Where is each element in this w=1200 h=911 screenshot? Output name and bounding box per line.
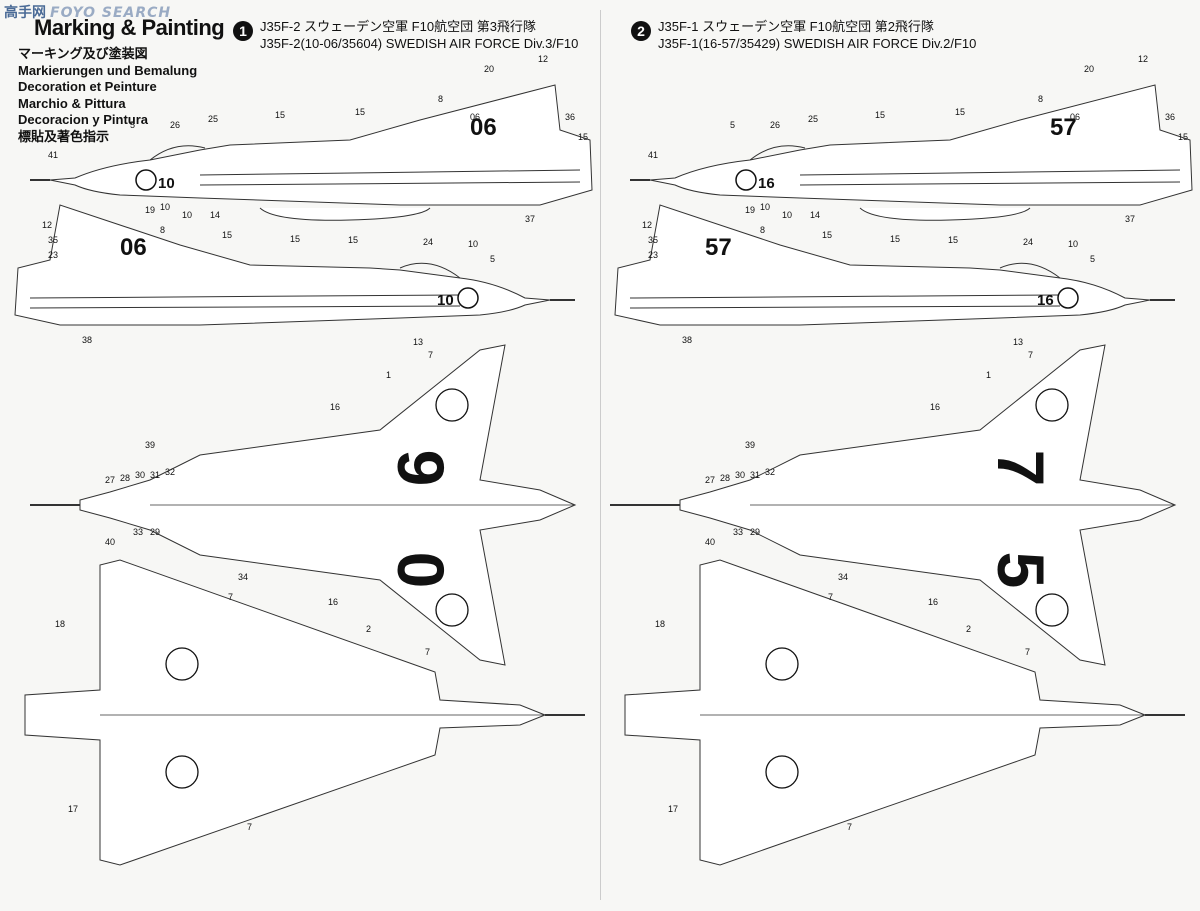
side-view-lower xyxy=(14,204,575,326)
sheet-divider xyxy=(600,10,601,900)
nose-code-upper: 16 xyxy=(758,175,775,192)
lang-es: Decoracion y Pintura xyxy=(18,112,149,127)
wing-number-top: 7 xyxy=(984,450,1058,487)
scheme-2-drawing: 57 16 57 16 7 5 xyxy=(610,84,1193,866)
lang-it: Marchio & Pittura xyxy=(18,95,126,111)
scheme-title-en: J35F-2(10-06/35604) SWEDISH AIR FORCE Di… xyxy=(260,36,579,51)
side-view-lower xyxy=(614,204,1175,326)
scheme-1: 1 J35F-2 スウェーデン空軍 F10航空団 第3飛行隊 J35F-2(10… xyxy=(14,18,593,866)
scheme-title-ja: J35F-2 スウェーデン空軍 F10航空団 第3飛行隊 xyxy=(260,19,536,34)
scheme-1-drawing: 06 10 06 10 9 0 xyxy=(14,84,593,866)
scheme-number: 2 xyxy=(637,23,645,39)
wing-number-bottom: 5 xyxy=(984,552,1058,589)
scheme-2: 2 J35F-1 スウェーデン空軍 F10航空団 第2飛行隊 J35F-1(16… xyxy=(600,0,1200,911)
tail-code-upper: 57 xyxy=(1050,114,1077,141)
tail-code-lower: 57 xyxy=(705,234,732,261)
lang-de: Markierungen und Bemalung xyxy=(18,62,198,78)
top-view xyxy=(30,344,577,666)
top-view xyxy=(610,344,1177,666)
wing-number-bottom: 0 xyxy=(384,552,458,589)
tail-code-lower: 06 xyxy=(120,234,147,261)
language-list: マーキング及び塗装図 Markierungen und Bemalung Dec… xyxy=(18,46,197,145)
scheme-title-en: J35F-1(16-57/35429) SWEDISH AIR FORCE Di… xyxy=(658,36,977,51)
nose-code-lower: 10 xyxy=(437,292,454,309)
wing-number-top: 9 xyxy=(384,450,458,487)
nose-code-lower: 16 xyxy=(1037,292,1054,309)
page-title: Marking & Painting xyxy=(34,15,225,40)
side-view-upper xyxy=(30,84,593,221)
bottom-view xyxy=(624,559,1185,866)
watermark-site: FOYO SEARCH xyxy=(50,5,172,21)
scheme-1-header: 1 J35F-2 スウェーデン空軍 F10航空団 第3飛行隊 J35F-2(10… xyxy=(232,18,578,52)
side-view-upper xyxy=(630,84,1193,221)
scheme-number: 1 xyxy=(239,23,247,39)
scheme-number-badge: 2 xyxy=(631,21,651,41)
nose-code-upper: 10 xyxy=(158,175,175,192)
bottom-view xyxy=(24,559,585,866)
scheme-title-ja: J35F-1 スウェーデン空軍 F10航空団 第2飛行隊 xyxy=(658,19,934,34)
lang-zh: 標貼及著色指示 xyxy=(18,128,110,144)
scheme-number-badge: 1 xyxy=(233,21,253,41)
scheme-2-header: 2 J35F-1 スウェーデン空軍 F10航空団 第2飛行隊 J35F-1(16… xyxy=(630,18,976,52)
lang-fr: Decoration et Peinture xyxy=(18,79,157,94)
watermark-cn: 高手网 xyxy=(4,5,46,21)
lang-ja: マーキング及び塗装図 xyxy=(18,46,148,61)
tail-code-upper: 06 xyxy=(470,114,497,141)
